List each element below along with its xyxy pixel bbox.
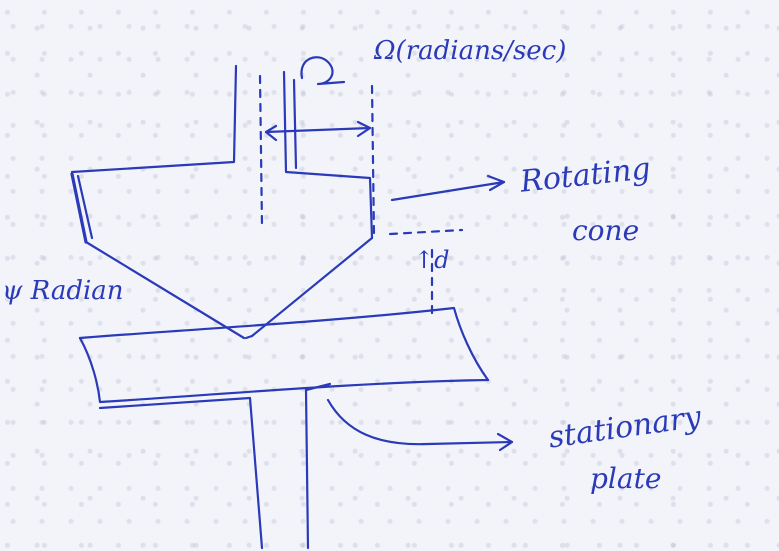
radius-arrow [264,120,372,142]
rotation-symbol [300,56,346,86]
rotating-cone [70,172,374,340]
rotating-cone-pointer [390,174,506,202]
axis-lines [258,74,464,320]
stationary-plate [78,306,490,404]
plate-stand [98,382,332,550]
rotating-shaft [70,64,374,240]
stationary-plate-pointer [326,398,514,452]
plate-label: plate [590,462,662,495]
angle-label: ψ Radian [2,276,124,306]
gap-label: ↑d [414,246,450,274]
angular-velocity-label: Ω(radians/sec) [374,36,567,66]
cone-label: cone [572,214,640,247]
